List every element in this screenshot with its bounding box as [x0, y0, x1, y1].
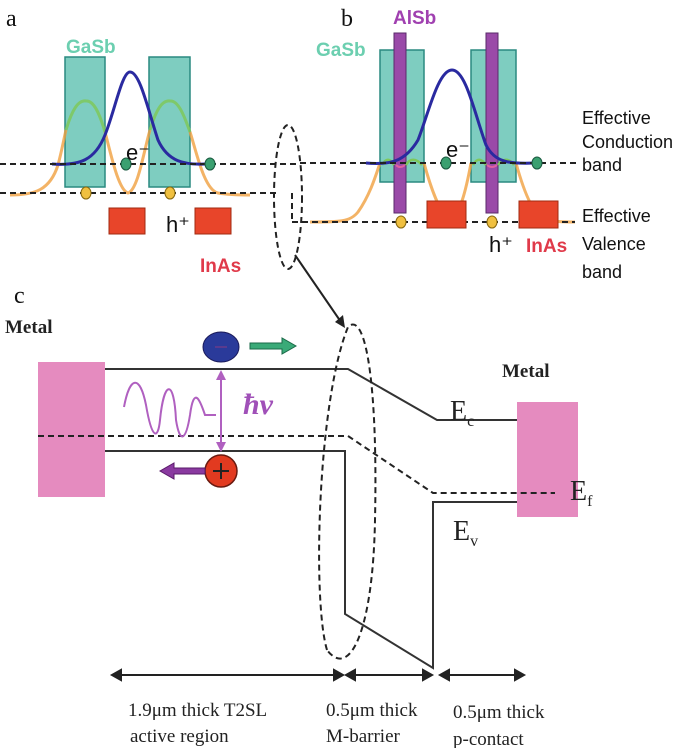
fermi-level [38, 435, 555, 494]
m-barrier-arrow-left [343, 668, 356, 682]
zoom-arrow [294, 254, 342, 323]
hole-a-2 [164, 186, 176, 200]
inas-well-a-1 [108, 207, 146, 235]
p-contact-arrow-left [437, 668, 450, 682]
hole-wavefunction-a-1 [64, 99, 107, 133]
ev-label: Ev [453, 516, 478, 550]
panel-b: b AlSb GaSb e⁻ h⁺ InAs Effecti [291, 6, 673, 282]
m-barrier-label-2: M-barrier [326, 726, 401, 747]
gasb-label-a: GaSb [66, 37, 116, 58]
inas-label-a: InAs [200, 256, 241, 277]
electron-drift-arrow [249, 337, 298, 355]
left-metal-contact [38, 362, 105, 497]
interface-highlight-ellipse [273, 124, 303, 270]
valence-band-edge [105, 450, 517, 670]
electron-a-1 [120, 157, 132, 171]
hole-a-1 [80, 186, 92, 200]
left-metal-label: Metal [5, 317, 52, 338]
panel-c: c Metal Metal ħν Ec Ef Ev [5, 283, 593, 748]
active-region-label-1: 1.9μm thick T2SL [128, 700, 267, 721]
conduction-band-label-2: Conduction [582, 132, 673, 152]
m-barrier-arrow-right [422, 668, 435, 682]
p-contact-arrow-right [514, 668, 527, 682]
p-contact-label-2: p-contact [453, 729, 524, 748]
alsb-tunnel-wave [395, 164, 498, 168]
p-contact-label-1: 0.5μm thick [453, 702, 545, 723]
gasb-label-b: GaSb [316, 40, 366, 61]
gasb-barrier-a-2 [148, 56, 191, 188]
inas-well-b-1 [426, 200, 467, 229]
right-metal-contact [517, 402, 578, 517]
panel-a-label: a [6, 6, 17, 32]
zoom-arrow-head [335, 315, 345, 328]
photon-energy-label: ħν [243, 388, 274, 421]
panel-a: a GaSb e⁻ h⁺ InAs [0, 6, 300, 277]
valence-band-label-2: Valence [582, 234, 646, 254]
m-barrier-highlight-ellipse [318, 323, 377, 660]
hole-label-a: h⁺ [166, 212, 190, 237]
excitation-arrow-down [216, 442, 226, 452]
hole-label-b: h⁺ [489, 232, 513, 257]
alsb-layer-b-1 [393, 32, 407, 214]
hole-drift-arrow [158, 462, 206, 480]
active-region-label-2: active region [130, 726, 229, 747]
thickness-arrows [109, 668, 527, 682]
panel-c-label: c [14, 283, 25, 309]
ef-label: Ef [570, 476, 593, 510]
inas-well-a-2 [194, 207, 232, 235]
electron-wavefunction-b [365, 68, 536, 165]
hole-b-1 [395, 215, 407, 229]
excitation-arrow-up [216, 370, 226, 380]
electron-wavefunction-a [51, 70, 206, 166]
inas-label-b: InAs [526, 236, 567, 257]
m-barrier-label-1: 0.5μm thick [326, 700, 418, 721]
right-metal-label: Metal [502, 361, 549, 382]
conduction-band-label-1: Effective [582, 108, 651, 128]
panel-b-label: b [341, 6, 353, 32]
electron-b-1 [440, 156, 452, 170]
conduction-band-edge [105, 368, 517, 421]
active-region-arrow-right [333, 668, 346, 682]
alsb-layer-b-2 [485, 32, 499, 214]
hole-b-2 [486, 215, 498, 229]
active-region-arrow-left [109, 668, 122, 682]
valence-band-label-3: band [582, 262, 622, 282]
photon-wave [123, 381, 216, 438]
conduction-band-label-3: band [582, 155, 622, 175]
electron-b-2 [531, 156, 543, 170]
valence-band-label-1: Effective [582, 206, 651, 226]
alsb-label-b: AlSb [393, 8, 436, 29]
inas-well-b-2 [518, 200, 559, 229]
electron-label-b: e⁻ [446, 137, 470, 162]
gasb-barrier-a-1 [64, 56, 106, 188]
hole-wavefunction-a-2 [148, 99, 192, 133]
electron-a-2 [204, 157, 216, 171]
electron-label-a: e⁻ [126, 140, 150, 165]
ec-label: Ec [450, 396, 474, 430]
